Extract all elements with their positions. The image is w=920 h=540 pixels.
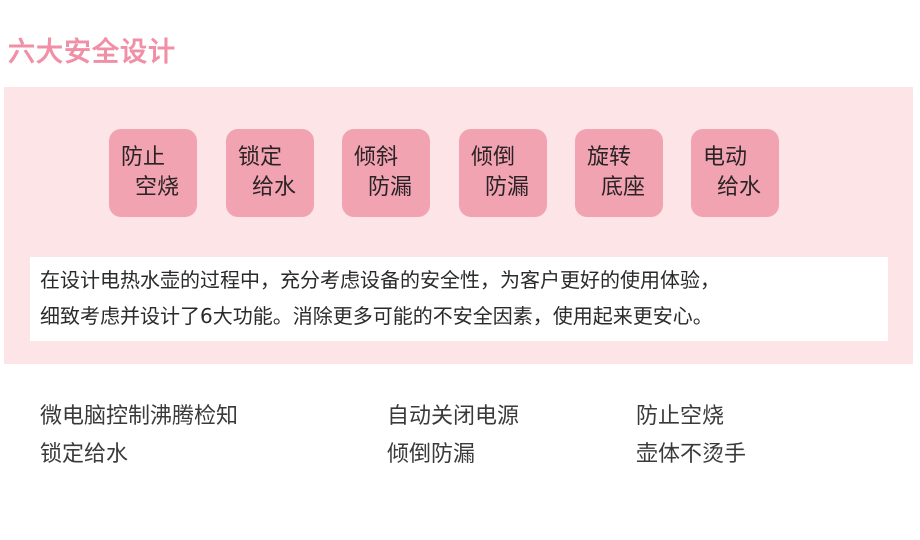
badge-label-line1: 电动 xyxy=(703,145,748,170)
description-box: 在设计电热水壶的过程中，充分考虑设备的安全性，为客户更好的使用体验， 细致考虑并… xyxy=(30,257,888,341)
description-line-2: 细致考虑并设计了6大功能。消除更多可能的不安全因素，使用起来更安心。 xyxy=(40,304,713,328)
feature-item: 防止空烧 xyxy=(636,404,725,429)
badge-dry-burn-protection: 防止 空烧 xyxy=(109,129,197,217)
feature-item: 微电脑控制沸腾检知 xyxy=(40,404,239,429)
badge-label-line1: 旋转 xyxy=(587,145,632,170)
safety-badges: 防止 空烧 锁定 给水 倾斜 防漏 倾倒 防漏 旋转 底座 电动 给水 xyxy=(109,129,789,217)
badge-label-line2: 给水 xyxy=(252,175,297,200)
feature-item: 倾倒防漏 xyxy=(387,442,476,467)
feature-item: 锁定给水 xyxy=(40,442,129,467)
badge-label-line2: 防漏 xyxy=(368,175,413,200)
feature-item: 自动关闭电源 xyxy=(387,404,520,429)
badge-label-line1: 倾倒 xyxy=(471,145,516,170)
badge-label-line2: 给水 xyxy=(717,175,762,200)
badge-label-line2: 底座 xyxy=(601,175,646,200)
badge-label-line1: 防止 xyxy=(121,145,166,170)
page-title: 六大安全设计 xyxy=(8,37,176,68)
badge-electric-water-supply: 电动 给水 xyxy=(691,129,779,217)
description-line-1: 在设计电热水壶的过程中，充分考虑设备的安全性，为客户更好的使用体验， xyxy=(40,268,720,292)
badge-lock-water-supply: 锁定 给水 xyxy=(226,129,314,217)
feature-item: 壶体不烫手 xyxy=(636,442,747,467)
badge-tip-over-leak-proof: 倾倒 防漏 xyxy=(459,129,547,217)
badge-rotating-base: 旋转 底座 xyxy=(575,129,663,217)
badge-label-line1: 倾斜 xyxy=(354,145,399,170)
badge-label-line2: 空烧 xyxy=(135,175,180,200)
badge-label-line2: 防漏 xyxy=(485,175,530,200)
badge-tilt-leak-proof: 倾斜 防漏 xyxy=(342,129,430,217)
badge-label-line1: 锁定 xyxy=(238,145,283,170)
